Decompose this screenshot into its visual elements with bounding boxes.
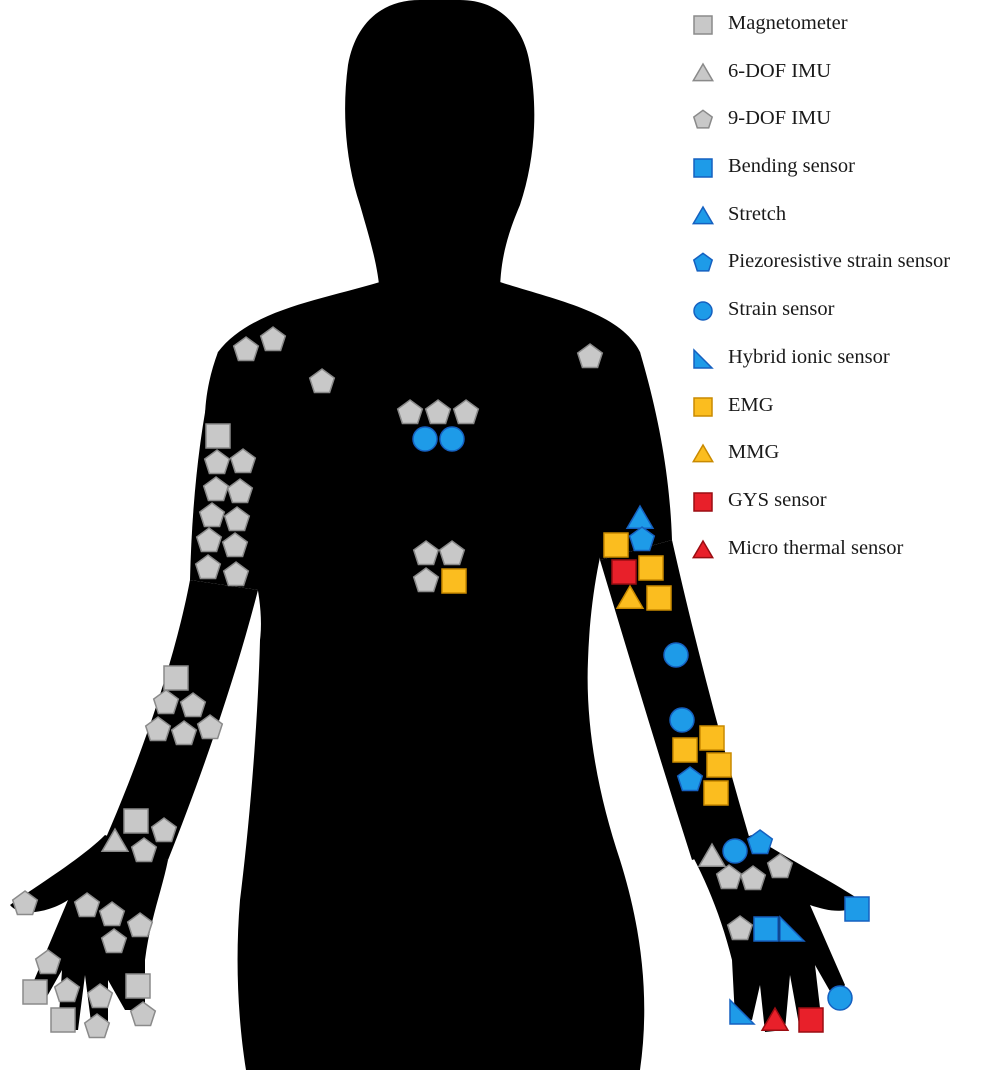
stretch-legend-icon: [688, 199, 718, 233]
legend-item-imu6: 6-DOF IMU: [688, 56, 1004, 104]
strain-marker: [664, 643, 688, 667]
legend-item-gys: GYS sensor: [688, 485, 1004, 533]
emg-marker: [700, 726, 724, 750]
magnetometer-marker: [206, 424, 230, 448]
legend-label-strain: Strain sensor: [728, 298, 834, 321]
legend-item-magnetometer: Magnetometer: [688, 8, 1004, 56]
emg-marker: [704, 781, 728, 805]
emg-marker: [707, 753, 731, 777]
emg-legend-icon: [688, 390, 718, 424]
thermal-legend-icon: [688, 533, 718, 567]
magnetometer-marker: [164, 666, 188, 690]
imu6-legend-icon: [688, 56, 718, 90]
magnetometer-marker: [126, 974, 150, 998]
hybrid-legend-icon: [688, 342, 718, 376]
legend-item-thermal: Micro thermal sensor: [688, 533, 1004, 581]
legend-label-imu9: 9-DOF IMU: [728, 107, 831, 130]
magnetometer-marker: [51, 1008, 75, 1032]
legend-item-imu9: 9-DOF IMU: [688, 103, 1004, 151]
imu9-legend-icon: [688, 103, 718, 137]
strain-legend-icon: [688, 294, 718, 328]
legend-label-emg: EMG: [728, 394, 774, 417]
piezo-legend-icon: [688, 246, 718, 280]
legend-item-stretch: Stretch: [688, 199, 1004, 247]
emg-marker: [639, 556, 663, 580]
legend-label-thermal: Micro thermal sensor: [728, 537, 903, 560]
emg-marker: [604, 533, 628, 557]
legend-label-mmg: MMG: [728, 441, 779, 464]
strain-marker: [670, 708, 694, 732]
head-neck: [345, 0, 534, 295]
torso: [205, 282, 644, 1070]
legend-item-mmg: MMG: [688, 437, 1004, 485]
legend-label-piezo: Piezoresistive strain sensor: [728, 250, 950, 273]
magnetometer-marker: [124, 809, 148, 833]
legend-label-magnetometer: Magnetometer: [728, 12, 848, 35]
legend-label-hybrid: Hybrid ionic sensor: [728, 346, 890, 369]
gys-marker: [799, 1008, 823, 1032]
emg-marker: [442, 569, 466, 593]
gys-legend-icon: [688, 485, 718, 519]
bending-marker: [754, 917, 778, 941]
legend-item-piezo: Piezoresistive strain sensor: [688, 246, 1004, 294]
magnetometer-marker: [23, 980, 47, 1004]
legend-item-emg: EMG: [688, 390, 1004, 438]
mmg-legend-icon: [688, 437, 718, 471]
gys-marker: [612, 560, 636, 584]
emg-marker: [647, 586, 671, 610]
legend-label-imu6: 6-DOF IMU: [728, 60, 831, 83]
legend-label-gys: GYS sensor: [728, 489, 827, 512]
strain-marker: [413, 427, 437, 451]
legend-item-bending: Bending sensor: [688, 151, 1004, 199]
legend-item-strain: Strain sensor: [688, 294, 1004, 342]
magnetometer-legend-icon: [688, 8, 718, 42]
piezo-marker: [748, 830, 773, 854]
bending-legend-icon: [688, 151, 718, 185]
legend-label-bending: Bending sensor: [728, 155, 855, 178]
bending-marker: [845, 897, 869, 921]
right-forearm: [600, 540, 750, 860]
strain-marker: [723, 839, 747, 863]
strain-marker: [828, 986, 852, 1010]
legend-item-hybrid: Hybrid ionic sensor: [688, 342, 1004, 390]
legend-label-stretch: Stretch: [728, 203, 786, 226]
strain-marker: [440, 427, 464, 451]
legend: Magnetometer 6-DOF IMU 9-DOF IMU Bending se…: [688, 8, 1004, 580]
emg-marker: [673, 738, 697, 762]
